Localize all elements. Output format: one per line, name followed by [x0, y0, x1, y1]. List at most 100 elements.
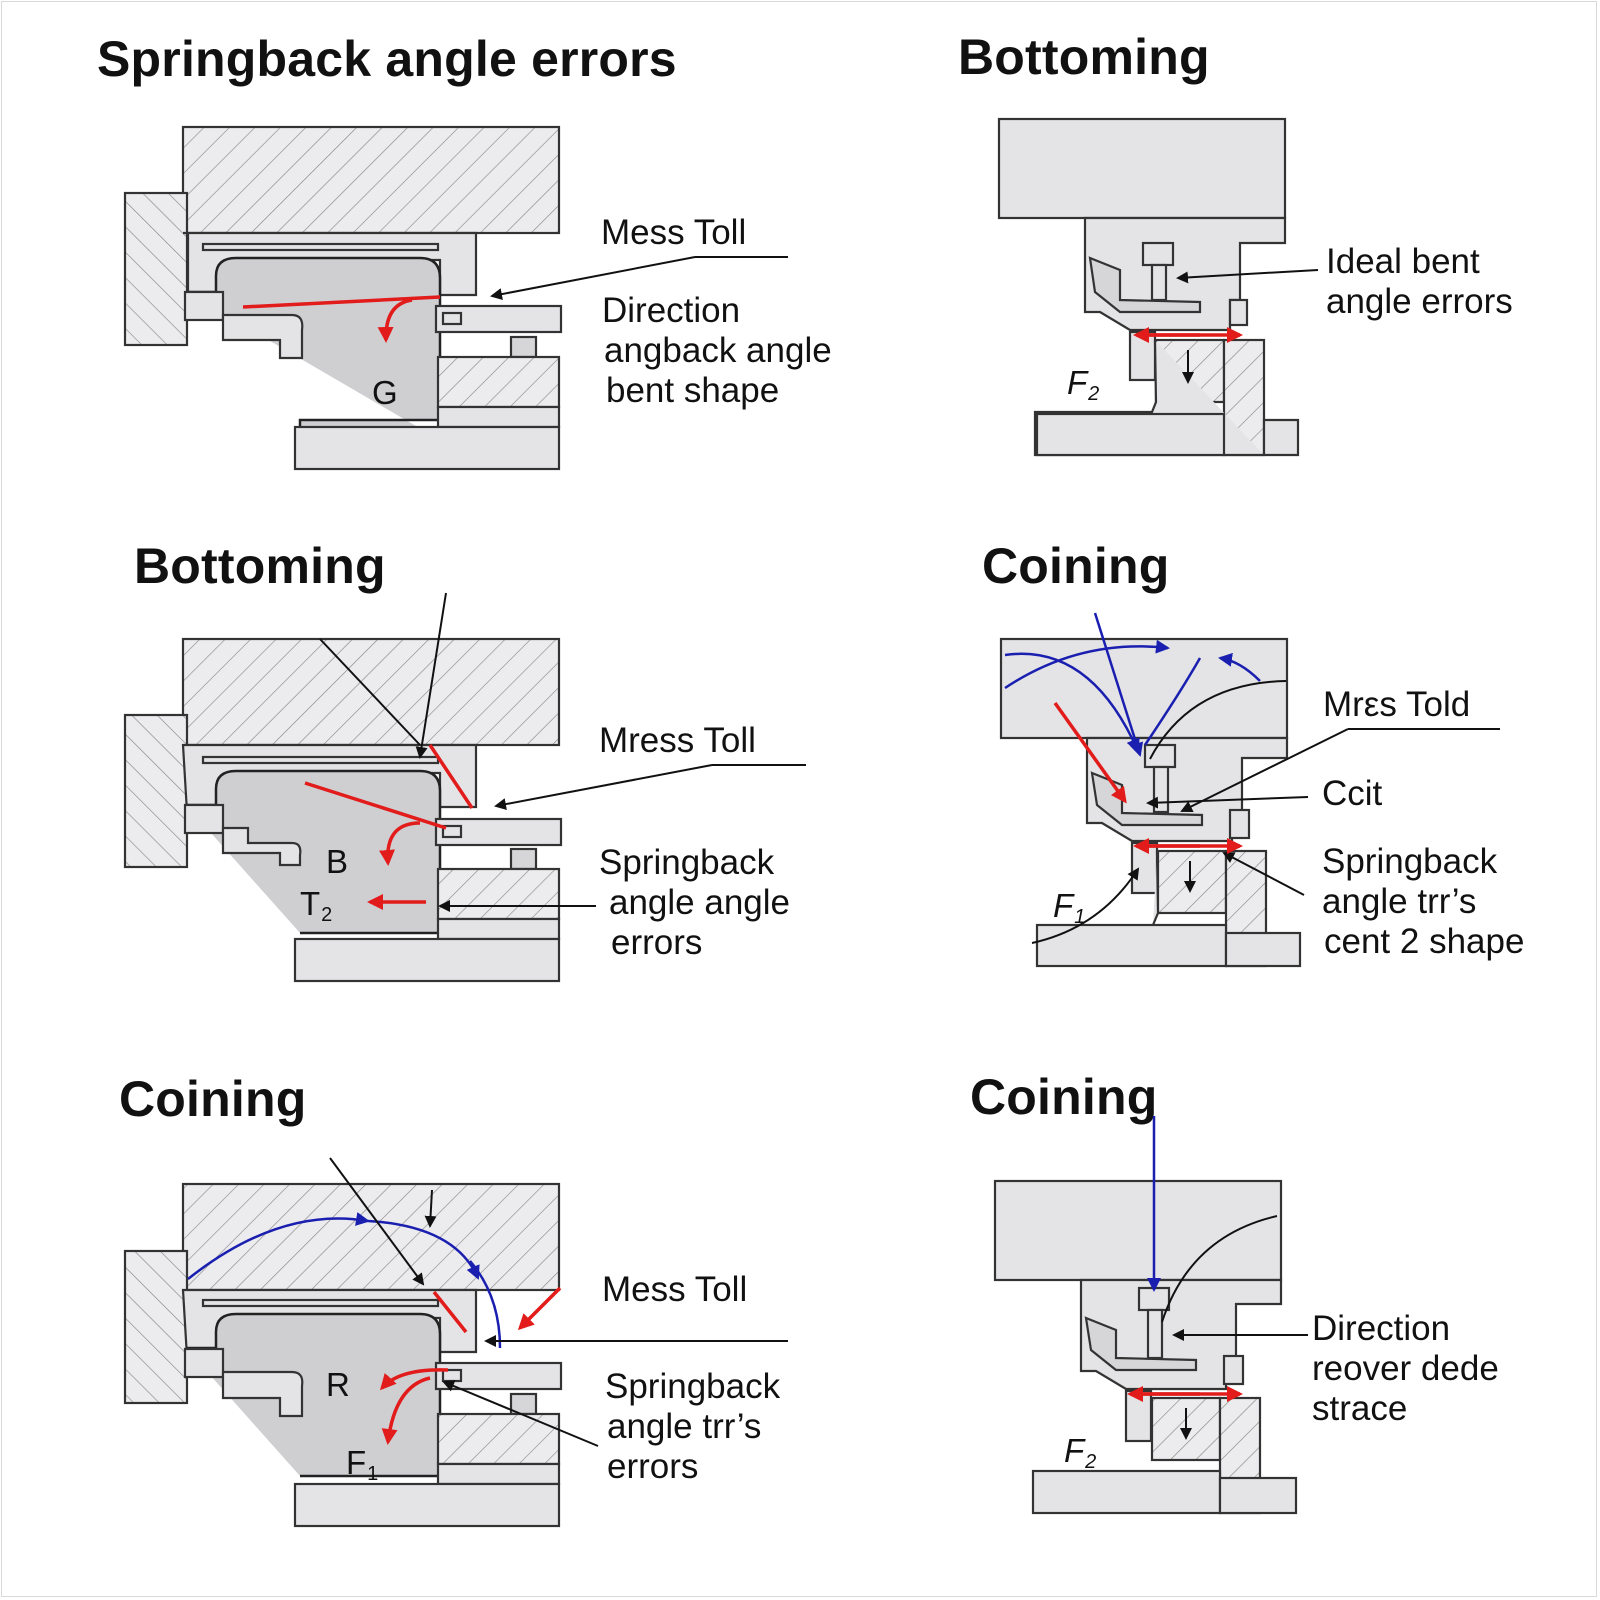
panel-title: Springback angle errors [97, 31, 677, 87]
stripper-plate [221, 826, 302, 867]
leader-arrow-springback [1222, 852, 1305, 896]
left-holder [123, 713, 189, 869]
base-plate [293, 1482, 561, 1528]
coining-press-drawing [123, 1157, 788, 1528]
lower-die-hatched [436, 867, 561, 921]
adjust-bolt [509, 847, 538, 871]
label-strace: strace [1312, 1389, 1408, 1428]
pilot-pin [1146, 1308, 1164, 1360]
springback-arrow-left [379, 1368, 449, 1391]
panel-coining-flow: Coining [800, 533, 1600, 1066]
leader-arrow-vertical [415, 592, 447, 759]
label-mres-told: Mrεs Told [1323, 685, 1471, 724]
springback-line-upper [428, 744, 474, 809]
symbol-f2: F2 [1067, 364, 1100, 405]
springback-arrow [379, 821, 421, 866]
springback-line [242, 295, 441, 309]
die-shoe-strip [436, 405, 561, 429]
pilot-head [1143, 743, 1177, 769]
label-errors: errors [607, 1447, 699, 1486]
label-errors: errors [611, 923, 703, 962]
die-shoe-strip [436, 1462, 561, 1486]
label-angle-errors: angle errors [1326, 282, 1513, 321]
flow-curve-black [1161, 1215, 1278, 1323]
bolster-plate [1031, 1469, 1222, 1515]
pilot-pin [1152, 765, 1170, 814]
leader-arrow [1180, 728, 1349, 812]
panel-bottoming-ideal: Bottoming Ideal bent angle errors F2 [800, 0, 1600, 533]
lower-die-hatched [436, 355, 561, 409]
gauge-slot [441, 824, 463, 839]
clamp-block [183, 1347, 225, 1379]
ram-block [993, 1179, 1283, 1282]
punch-nose [1088, 256, 1202, 314]
symbol-r: R [326, 1366, 350, 1403]
force-curve-f1 [1031, 867, 1140, 944]
label-ccit: Ccit [1322, 774, 1383, 813]
leader-line-diagonal [319, 638, 421, 746]
coining-direction-drawing [993, 1116, 1308, 1515]
panel-springback-angle-errors: Springback angle errors Mess Toll Direct… [0, 0, 832, 533]
bottoming-drawing [997, 117, 1319, 457]
label-angle-angle: angle angle [609, 883, 790, 922]
springback-line [304, 781, 447, 830]
lower-pin [1124, 1389, 1153, 1443]
die-shoe-strip [436, 917, 561, 941]
guide-rail [201, 242, 440, 252]
stripper-plate [221, 313, 304, 360]
lower-pin [1128, 330, 1157, 382]
leader-arrow-diagonal [329, 1157, 425, 1286]
gauge-slot [441, 311, 463, 326]
symbol-b: B [326, 843, 349, 880]
ram-block [999, 637, 1289, 740]
symbol-f2: F2 [1064, 1432, 1097, 1473]
upper-die-block [181, 125, 561, 235]
upper-die-block [181, 1182, 561, 1292]
flow-arrow-down [1093, 612, 1144, 757]
bottoming-press-drawing [123, 592, 806, 983]
pilot-pin [1150, 263, 1168, 302]
springback-arrow [377, 298, 413, 343]
base-plate [293, 425, 561, 471]
panel-bottoming: Bottoming Mress Toll Springb [0, 533, 806, 1066]
bent-workpiece [186, 769, 442, 935]
flow-arrow-right [367, 1219, 480, 1280]
label-angback-angle: angback angle [604, 331, 832, 370]
label-mress-toll: Mress Toll [599, 721, 756, 760]
bolster-step [1218, 1476, 1298, 1515]
adjust-bolt [509, 335, 538, 359]
force-arrow [1053, 701, 1127, 804]
leader-arrow [490, 256, 696, 301]
symbol-f1: F1 [1053, 887, 1086, 928]
springback-arrow-down [381, 1376, 431, 1445]
panel-title: Coining [119, 1071, 307, 1127]
bent-workpiece [186, 256, 442, 442]
pilot-head [1137, 1286, 1171, 1312]
label-direction: Direction [602, 291, 741, 330]
bolster-plate [1035, 412, 1226, 457]
side-stop [1228, 298, 1249, 327]
leader-arrow-ccit [1146, 796, 1309, 809]
lower-pin [1130, 841, 1159, 895]
leader-arrow [494, 764, 713, 811]
coining-flow-drawing [999, 612, 1500, 968]
flow-line-center [1143, 657, 1202, 746]
die-insert-hatched [1156, 849, 1228, 915]
bent-workpiece [186, 1312, 442, 1478]
force-arrow-right [517, 1286, 562, 1331]
label-reover-dede: reover dede [1312, 1349, 1499, 1388]
clamp-block [183, 803, 225, 835]
label-springback: Springback [599, 843, 775, 882]
leader-arrow [1176, 269, 1319, 284]
label-ideal-bent: Ideal bent [1326, 242, 1480, 281]
label-mess-toll: Mess Toll [602, 1270, 748, 1309]
flow-arrow-left [187, 1212, 370, 1280]
flow-curve-black [1149, 680, 1287, 760]
press-brake-drawing [123, 125, 788, 471]
label-springback: Springback [1322, 842, 1498, 881]
force-line-left [432, 1290, 468, 1334]
punch-nose [1084, 1316, 1198, 1372]
flow-arrow-left-lower [1004, 652, 1140, 753]
bolster-edge [1151, 850, 1160, 926]
